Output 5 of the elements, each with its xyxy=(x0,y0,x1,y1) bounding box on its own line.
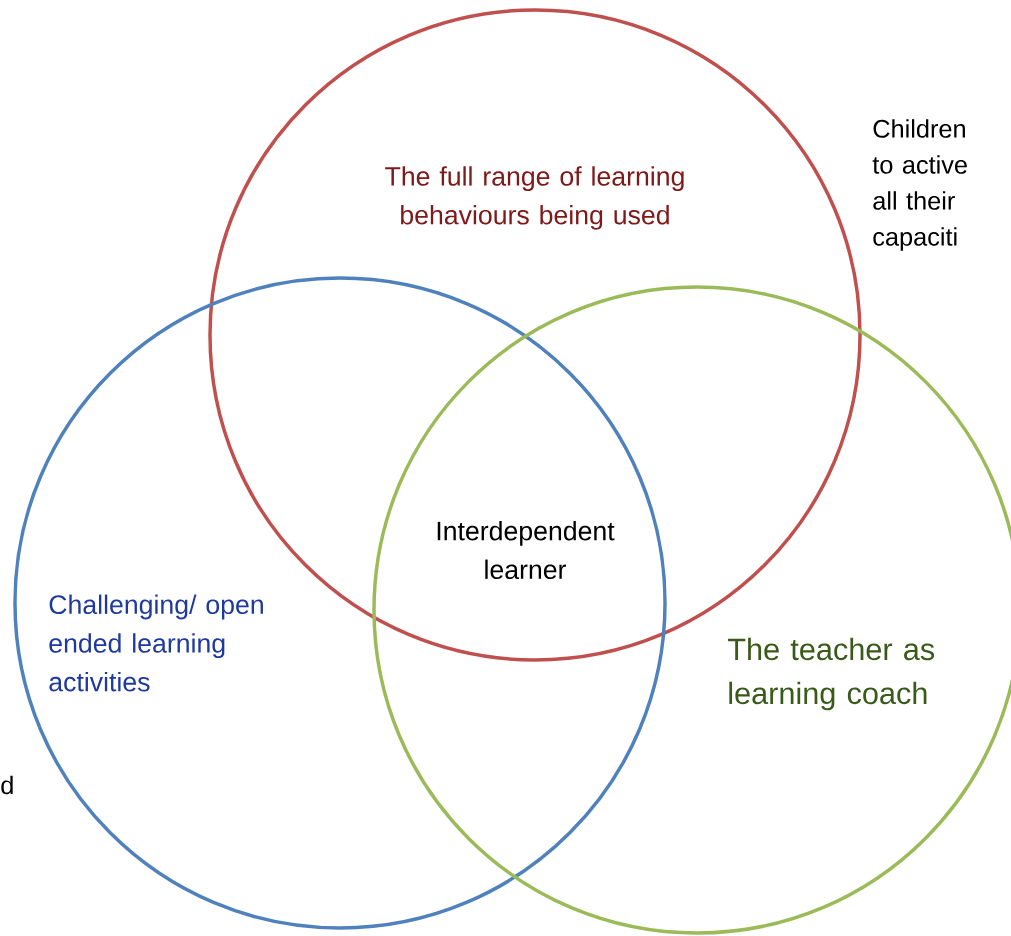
circle-label: The teacher as learning coach xyxy=(727,637,935,711)
side-note: Children to active all their capaciti xyxy=(872,119,967,251)
circle-label: The full range of learning behaviours being used xyxy=(385,166,684,230)
circle-label: Challenging/ open ended learning activities xyxy=(49,594,263,692)
center-label: Interdependent learner xyxy=(437,520,615,580)
